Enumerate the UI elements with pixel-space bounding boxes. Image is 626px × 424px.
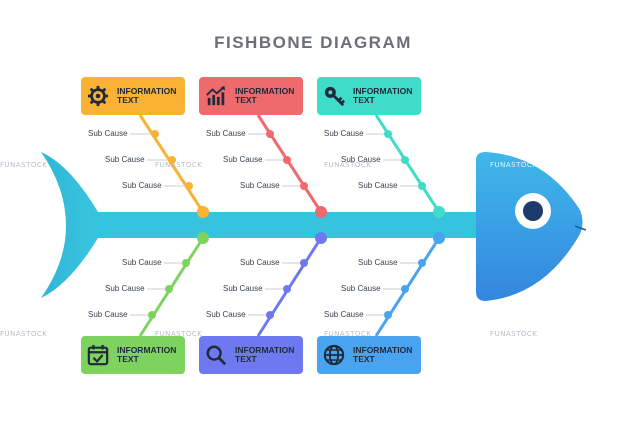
sub-cause-label: Sub Cause [223, 284, 263, 293]
sub-cause-label: Sub Cause [341, 284, 381, 293]
sub-cause-label: Sub Cause [88, 129, 128, 138]
spine-joint [433, 232, 445, 244]
spine-joint [197, 206, 209, 218]
watermark: FUNASTOCK [490, 161, 538, 169]
sub-cause-label: Sub Cause [223, 155, 263, 164]
sub-cause-dot [185, 182, 193, 190]
sub-cause-dot [384, 311, 392, 319]
sub-cause-label: Sub Cause [206, 129, 246, 138]
sub-cause-label: Sub Cause [324, 129, 364, 138]
globe-icon [323, 344, 345, 366]
watermark: FUNASTOCK [155, 161, 203, 169]
info-box-label: INFORMATION TEXT [117, 345, 177, 364]
sub-cause-label: Sub Cause [341, 155, 381, 164]
sub-cause-dot [283, 285, 291, 293]
spine-joint [315, 232, 327, 244]
spine-joint [315, 206, 327, 218]
sub-cause-dot [266, 130, 274, 138]
sub-cause-label: Sub Cause [88, 310, 128, 319]
sub-cause-dot [418, 259, 426, 267]
sub-cause-dot [182, 259, 190, 267]
sub-cause-label: Sub Cause [240, 258, 280, 267]
bone-line [374, 114, 441, 213]
sub-cause-label: Sub Cause [122, 258, 162, 267]
sub-cause-dot [300, 182, 308, 190]
sub-cause-dot [283, 156, 291, 164]
watermark: FUNASTOCK [0, 161, 48, 169]
info-box-top-1: INFORMATION TEXT [81, 77, 185, 115]
info-box-label: INFORMATION TEXT [117, 86, 177, 105]
watermark: FUNASTOCK [324, 330, 372, 338]
sub-cause-dot [165, 285, 173, 293]
fish-tail [41, 152, 98, 298]
page-title: FISHBONE DIAGRAM [214, 33, 412, 52]
sub-cause-dot [300, 259, 308, 267]
sub-cause-dot [168, 156, 176, 164]
info-box-top-3: INFORMATION TEXT [317, 77, 421, 115]
info-box-bottom-2: INFORMATION TEXT [199, 336, 303, 374]
info-box-label: INFORMATION TEXT [235, 345, 295, 364]
calendar-icon [87, 344, 109, 366]
sub-cause-label: Sub Cause [206, 310, 246, 319]
sub-cause-dot [401, 285, 409, 293]
sub-cause-dot [384, 130, 392, 138]
sub-cause-dot [266, 311, 274, 319]
fish-eye-pupil [523, 201, 543, 221]
sub-cause-dot [418, 182, 426, 190]
info-box-label: INFORMATION TEXT [353, 345, 413, 364]
sub-cause-label: Sub Cause [105, 284, 145, 293]
spine-joint [433, 206, 445, 218]
sub-cause-label: Sub Cause [324, 310, 364, 319]
watermark: FUNASTOCK [0, 330, 48, 338]
gear-icon [87, 85, 109, 107]
sub-cause-label: Sub Cause [240, 181, 280, 190]
sub-cause-label: Sub Cause [105, 155, 145, 164]
sub-cause-label: Sub Cause [358, 181, 398, 190]
spine-joint [197, 232, 209, 244]
info-box-label: INFORMATION TEXT [235, 86, 295, 105]
watermark: FUNASTOCK [155, 330, 203, 338]
chart-icon [206, 85, 226, 106]
info-box-bottom-1: INFORMATION TEXT [81, 336, 185, 374]
info-box-label: INFORMATION TEXT [353, 86, 413, 105]
sub-cause-dot [151, 130, 159, 138]
sub-cause-dot [148, 311, 156, 319]
sub-cause-label: Sub Cause [122, 181, 162, 190]
fish-mouth [574, 225, 587, 231]
info-box-bottom-3: INFORMATION TEXT [317, 336, 421, 374]
watermark: FUNASTOCK [490, 330, 538, 338]
key-icon [324, 86, 345, 107]
sub-cause-label: Sub Cause [358, 258, 398, 267]
sub-cause-dot [401, 156, 409, 164]
watermark: FUNASTOCK [324, 161, 372, 169]
fish-spine [90, 212, 482, 238]
bone-line [256, 114, 323, 213]
info-box-top-2: INFORMATION TEXT [199, 77, 303, 115]
search-icon [206, 345, 227, 366]
